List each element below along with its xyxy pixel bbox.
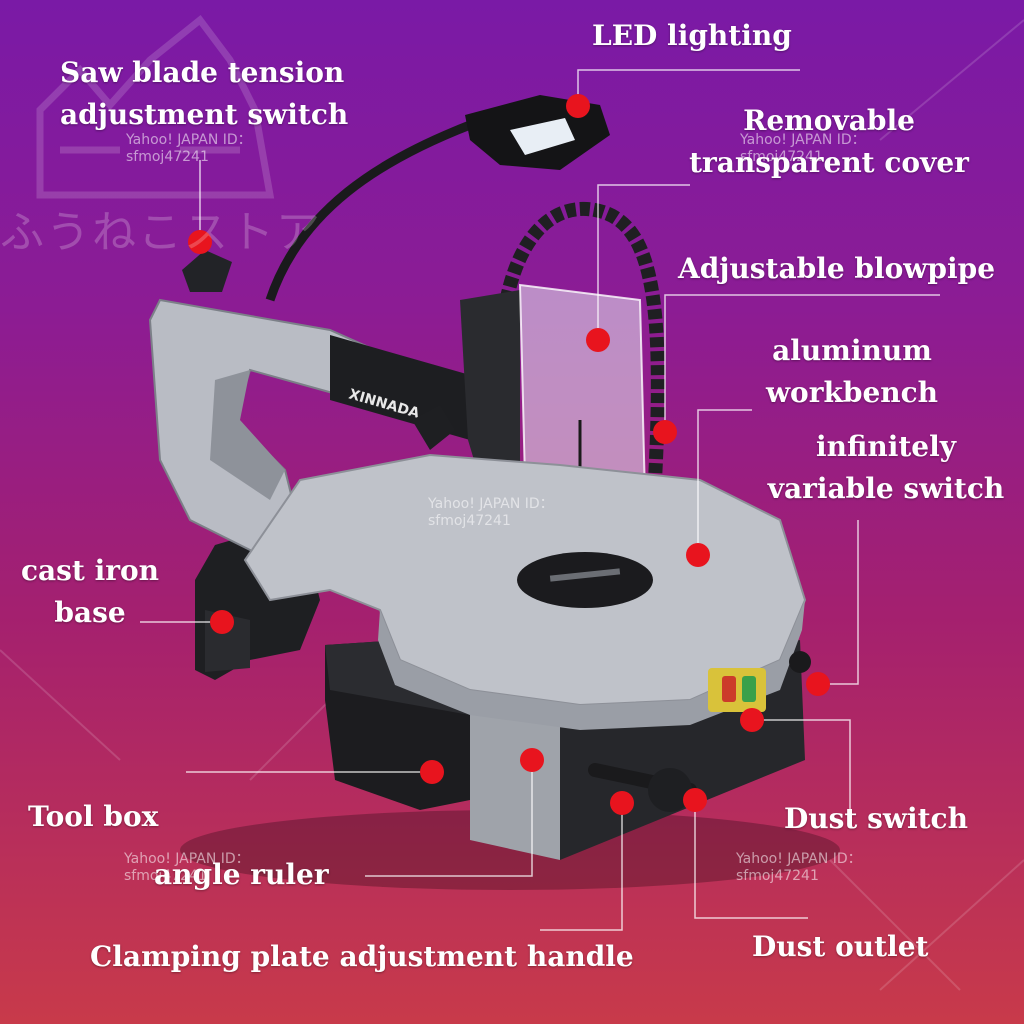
cat-watermark-logo — [36, 15, 275, 199]
marker-angle-ruler — [520, 748, 544, 772]
label-clamping-handle: Clamping plate adjustment handle — [90, 940, 634, 973]
label-led-lighting: LED lighting — [592, 19, 792, 52]
lower-cabinet — [470, 700, 560, 860]
watermark-id-4: Yahoo! JAPAN ID：sfmoj47241 — [124, 851, 250, 884]
arm-inner-shadow — [210, 370, 285, 500]
off-button — [722, 676, 736, 702]
workbench-edge — [378, 600, 805, 730]
marker-led — [566, 94, 590, 118]
watermark-id-3: Yahoo! JAPAN ID：sfmoj47241 — [428, 496, 554, 529]
floor-shadow — [180, 810, 840, 890]
label-angle-ruler: angle ruler — [154, 858, 329, 891]
dust-outlet-knob — [648, 768, 692, 812]
marker-base — [210, 610, 234, 634]
marker-blowpipe — [653, 420, 677, 444]
watermark-id-2: Yahoo! JAPAN ID：sfmoj47241 — [740, 132, 866, 165]
led-lamp-glow — [510, 118, 575, 155]
switch-housing — [708, 668, 766, 712]
blade-holder — [460, 290, 520, 480]
front-knob — [412, 405, 455, 450]
insert-slot — [549, 568, 621, 582]
label-tool-box: Tool box — [28, 800, 159, 833]
watermark-id-5: Yahoo! JAPAN ID：sfmoj47241 — [736, 851, 862, 884]
blowpipe — [493, 201, 665, 481]
label-adjustable-blowpipe: Adjustable blowpipe — [678, 252, 996, 285]
led-gooseneck — [265, 120, 472, 302]
marker-variable-switch — [806, 672, 830, 696]
marker-dust-switch — [740, 708, 764, 732]
marker-tool-box — [420, 760, 444, 784]
watermark-id-1: Yahoo! JAPAN ID：sfmoj47241 — [126, 132, 252, 165]
callout-markers — [188, 94, 830, 815]
marker-tension — [188, 230, 212, 254]
speed-dial — [789, 651, 811, 673]
label-dust-outlet: Dust outlet — [752, 930, 929, 963]
on-button — [742, 676, 756, 702]
marker-dust-outlet — [683, 788, 707, 812]
marker-clamping-handle — [610, 791, 634, 815]
tension-knob — [182, 250, 232, 292]
label-dust-switch: Dust switch — [784, 802, 968, 835]
table-insert — [517, 552, 653, 608]
marker-cover — [586, 328, 610, 352]
leader-lines — [140, 69, 940, 931]
store-watermark: ふうねこストア — [0, 207, 322, 258]
marker-workbench — [686, 543, 710, 567]
